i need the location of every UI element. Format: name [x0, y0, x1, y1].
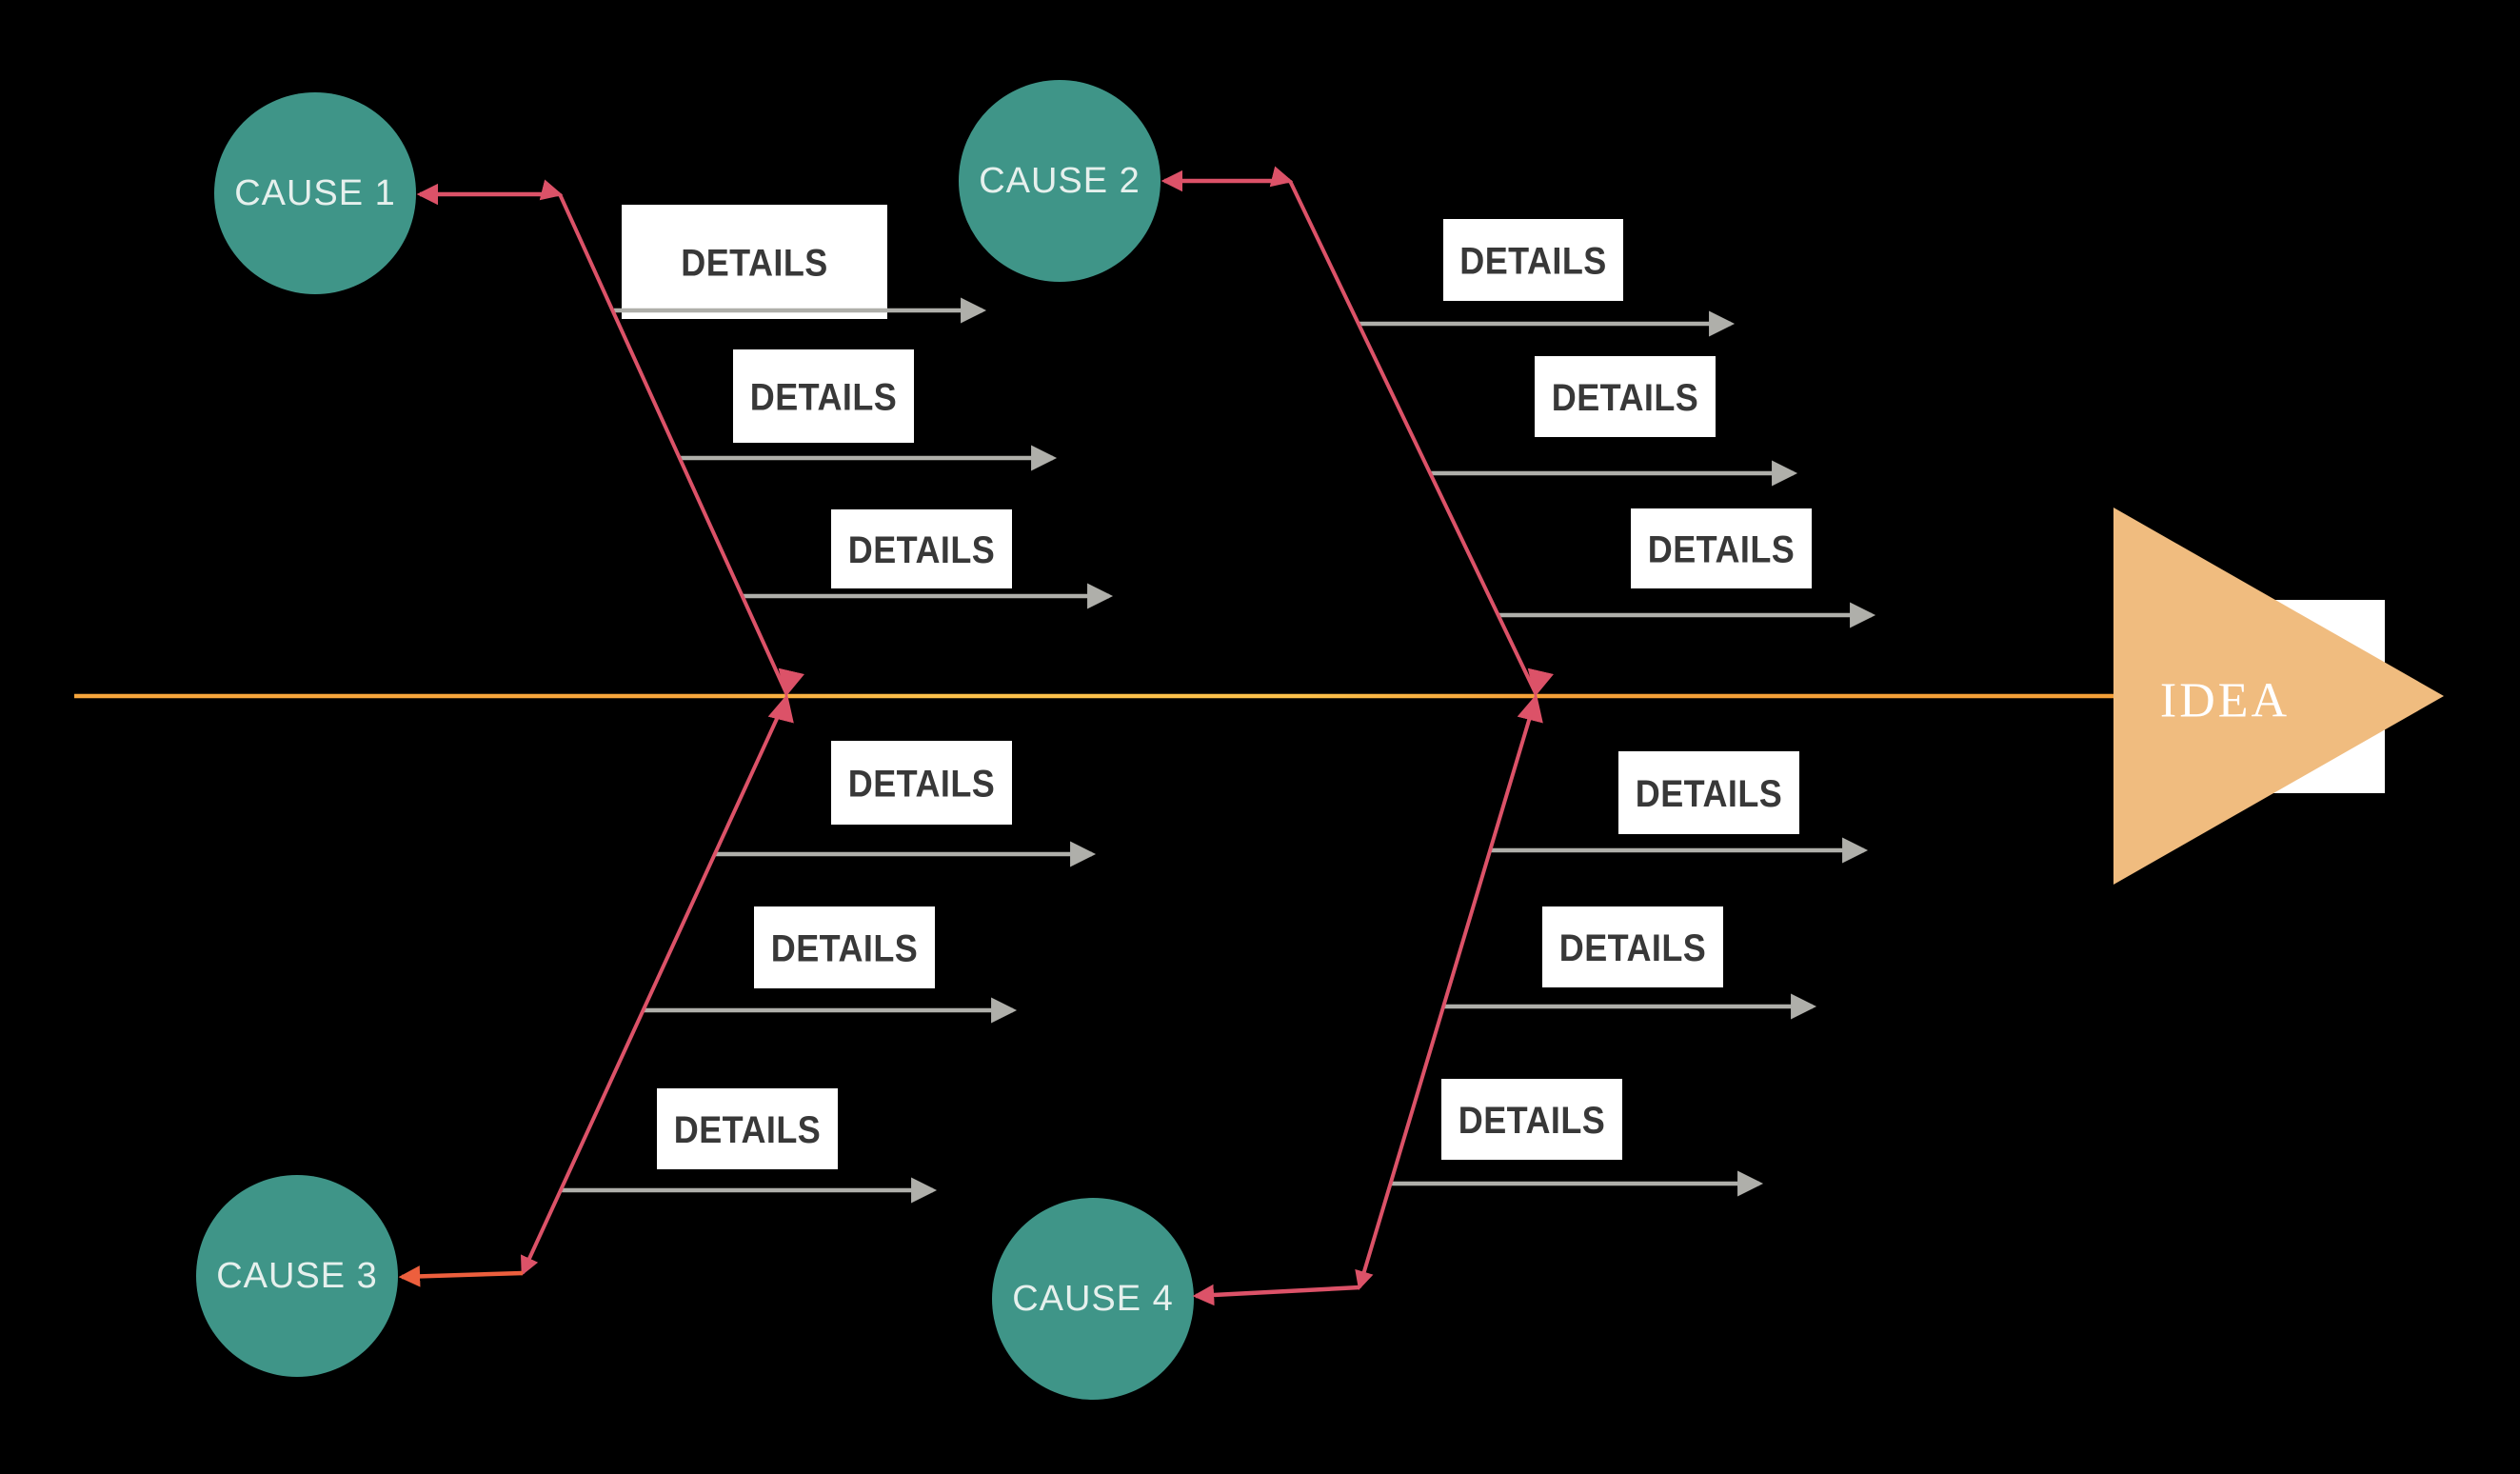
detail-box — [1535, 356, 1716, 437]
detail-box — [831, 741, 1012, 825]
detail-label: DETAILS — [1458, 1100, 1605, 1142]
detail-box — [1631, 508, 1812, 588]
cause-diagonal-arrow — [558, 193, 804, 698]
cause-group-1: CAUSE 1 DETAILS DETAILS DETAILS — [214, 92, 1114, 698]
detail-label: DETAILS — [1552, 377, 1698, 419]
cause-label: CAUSE 2 — [979, 161, 1141, 201]
detail-label: DETAILS — [1559, 927, 1706, 969]
detail-label: DETAILS — [674, 1109, 821, 1151]
cause-diagonal-arrow — [1355, 693, 1543, 1290]
idea-arrow — [2113, 508, 2444, 885]
detail-label: DETAILS — [1459, 241, 1606, 283]
detail-label: DETAILS — [1648, 529, 1795, 571]
detail-label: DETAILS — [848, 529, 995, 571]
cause-label: CAUSE 1 — [234, 173, 396, 213]
detail-label: DETAILS — [681, 243, 827, 285]
cause-group-3: CAUSE 3 DETAILS DETAILS DETAILS — [196, 693, 1097, 1377]
cause-group-2: CAUSE 2 DETAILS DETAILS DETAILS — [959, 80, 1876, 698]
detail-label: DETAILS — [750, 377, 897, 419]
cause-circle — [214, 92, 416, 294]
cause-horizontal-arrow — [398, 1265, 524, 1287]
cause-horizontal-arrow — [1192, 1284, 1360, 1306]
idea-label: IDEA — [2160, 674, 2290, 728]
cause-diagonal-arrow — [1288, 180, 1554, 698]
detail-box — [1542, 906, 1723, 987]
cause-circle — [992, 1198, 1194, 1400]
detail-box — [622, 205, 887, 319]
detail-label: DETAILS — [771, 928, 918, 970]
cause-label: CAUSE 3 — [216, 1256, 378, 1296]
detail-label: DETAILS — [848, 764, 995, 806]
cause-diagonal-arrow — [520, 693, 794, 1276]
detail-box — [831, 509, 1012, 588]
cause-label: CAUSE 4 — [1012, 1279, 1174, 1319]
cause-group-4: CAUSE 4 DETAILS DETAILS DETAILS — [992, 693, 1869, 1400]
cause-circle — [196, 1175, 398, 1377]
detail-label: DETAILS — [1636, 773, 1782, 815]
detail-box — [1618, 751, 1799, 834]
detail-box — [1443, 219, 1623, 301]
detail-box — [733, 349, 914, 443]
cause-circle — [959, 80, 1161, 282]
